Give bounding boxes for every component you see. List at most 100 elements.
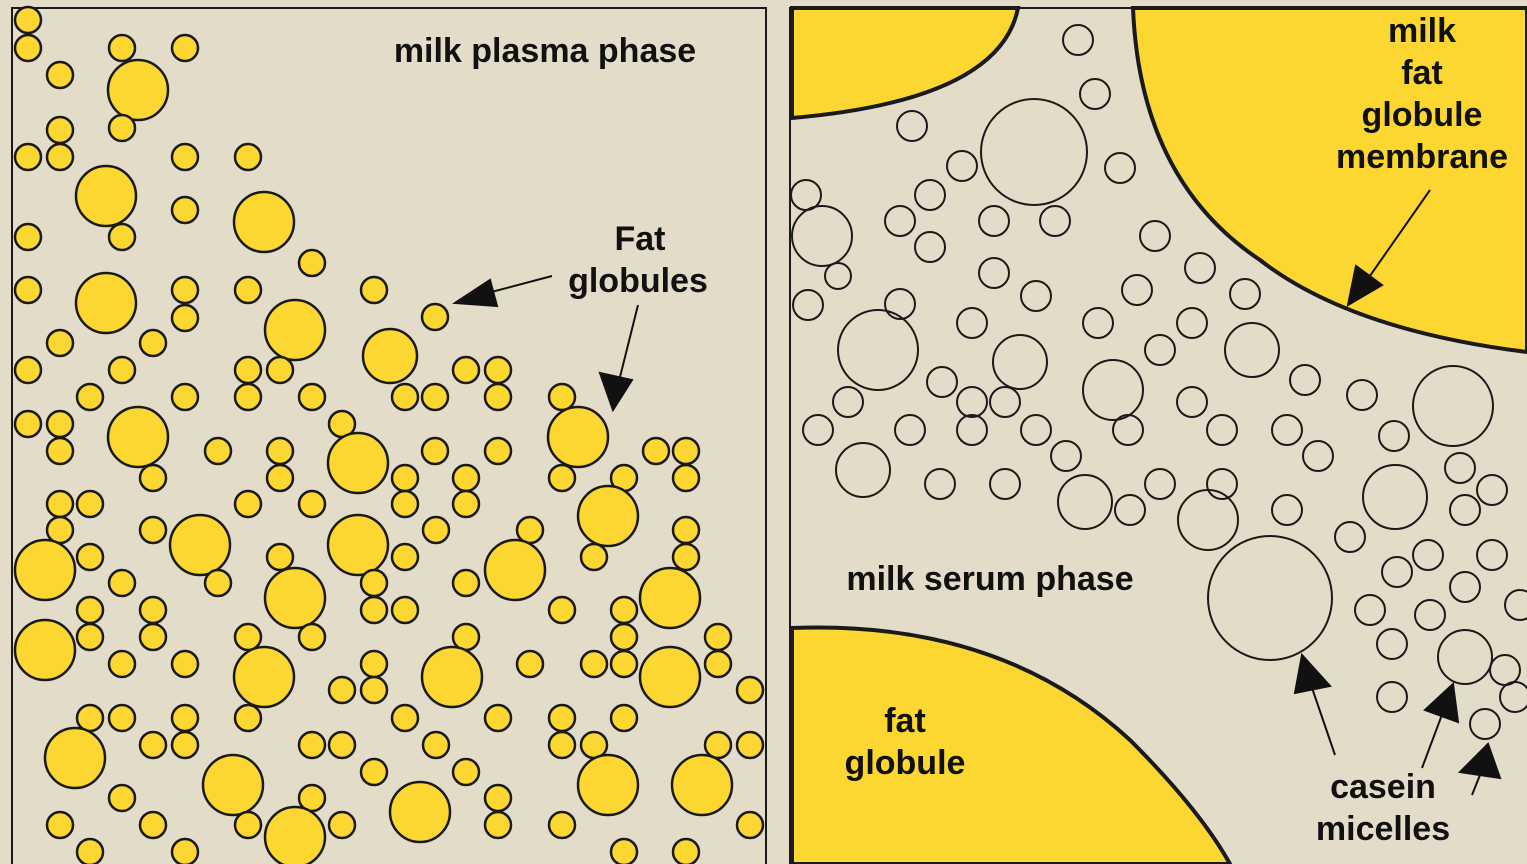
fat-globule [705, 651, 731, 677]
fat-globule [643, 438, 669, 464]
fat-globule [673, 465, 699, 491]
fat-globule [235, 705, 261, 731]
fat-globule [15, 7, 41, 33]
fat-globule [549, 384, 575, 410]
fat-globule [234, 647, 294, 707]
fat-globule [361, 277, 387, 303]
fat-globule [234, 192, 294, 252]
fat-globule [15, 35, 41, 61]
fat-globule [673, 438, 699, 464]
fat-globule [392, 491, 418, 517]
fat-globule [77, 597, 103, 623]
fat-globule [549, 812, 575, 838]
fat-globule [705, 732, 731, 758]
fat-globule [328, 433, 388, 493]
fat-globule [267, 465, 293, 491]
fat-globule [392, 705, 418, 731]
fat-globule [76, 273, 136, 333]
fat-globule [265, 568, 325, 628]
fat-globule [361, 597, 387, 623]
fat-globule [140, 465, 166, 491]
fat-globule [611, 839, 637, 864]
fat-globule [299, 732, 325, 758]
fat-globule [15, 224, 41, 250]
fat-globule [15, 277, 41, 303]
fat-globule [140, 812, 166, 838]
fat-globule [108, 407, 168, 467]
fat-globule [108, 60, 168, 120]
fat-globule [140, 624, 166, 650]
fat-globule [235, 144, 261, 170]
fat-globule [299, 624, 325, 650]
fat-globule [581, 732, 607, 758]
fat-globule [47, 62, 73, 88]
fat-globule [361, 651, 387, 677]
fat-globule [47, 517, 73, 543]
fat-globule [392, 544, 418, 570]
fat-globule [47, 411, 73, 437]
fat-globule [15, 620, 75, 680]
fat-globule [109, 705, 135, 731]
fat-globule [299, 491, 325, 517]
fat-globule [267, 357, 293, 383]
fat-globule [76, 166, 136, 226]
fat-globule [549, 705, 575, 731]
fat-globule [299, 384, 325, 410]
serum-phase-label: milk serum phase [846, 560, 1133, 598]
fat-globule-label-line1: fat [884, 702, 926, 740]
fat-globule [47, 491, 73, 517]
fat-globule [423, 732, 449, 758]
fat-globule [172, 144, 198, 170]
fat-globule [390, 782, 450, 842]
fat-globule [453, 624, 479, 650]
fat-globule [329, 732, 355, 758]
fat-globule [172, 732, 198, 758]
fat-globule [47, 117, 73, 143]
fat-globule [77, 839, 103, 864]
fat-globule [673, 544, 699, 570]
fat-globule [485, 812, 511, 838]
fat-globule [15, 411, 41, 437]
fat-globule [140, 330, 166, 356]
fat-globule [235, 812, 261, 838]
fat-globule [705, 624, 731, 650]
fat-globule [172, 384, 198, 410]
fat-globule [235, 624, 261, 650]
fat-globule [485, 438, 511, 464]
fat-globule [172, 277, 198, 303]
fat-globule [328, 515, 388, 575]
fat-globule [485, 357, 511, 383]
fat-globule [485, 540, 545, 600]
casein-label-line1: casein [1330, 768, 1436, 806]
fat-globule [517, 651, 543, 677]
fat-globule [548, 407, 608, 467]
fat-globule [109, 224, 135, 250]
fat-globule [422, 384, 448, 410]
fat-globule [453, 759, 479, 785]
fat-globule [578, 486, 638, 546]
fat-globule [361, 570, 387, 596]
fat-globule [485, 785, 511, 811]
fat-globule [235, 277, 261, 303]
fat-globule-label-line2: globule [845, 744, 966, 782]
fat-globule [77, 491, 103, 517]
fat-globule [267, 438, 293, 464]
fat-globule [109, 115, 135, 141]
fat-globule [392, 465, 418, 491]
membrane-label-line1: milk [1388, 12, 1456, 50]
fat-globule [672, 755, 732, 815]
fat-globule [109, 785, 135, 811]
fat-globule [205, 438, 231, 464]
fat-globule [549, 597, 575, 623]
fat-globule [453, 357, 479, 383]
fat-globule [578, 755, 638, 815]
fat-globule [235, 384, 261, 410]
fat-globule [453, 491, 479, 517]
fat-globule [640, 647, 700, 707]
fat-globule [15, 357, 41, 383]
fat-globule [422, 438, 448, 464]
fat-globule [453, 570, 479, 596]
fat-globule [611, 705, 637, 731]
plasma-phase-label: milk plasma phase [394, 32, 696, 70]
